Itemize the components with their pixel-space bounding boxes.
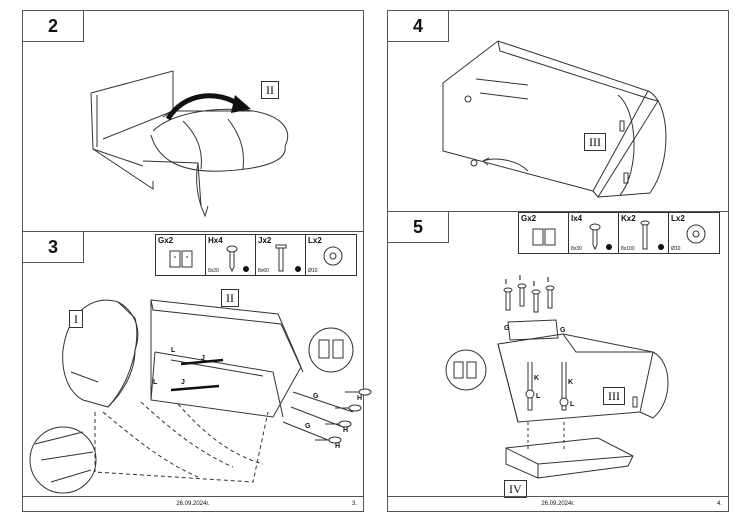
step-number: 3 (23, 232, 84, 263)
manual-page-3: 2 II 3 Gx2 (22, 10, 364, 512)
callout-K: K (534, 375, 539, 382)
callout-K: K (568, 379, 573, 386)
callout-G: G (560, 327, 566, 334)
callout-I: I (547, 277, 549, 284)
step-number: 5 (388, 212, 449, 243)
callout-H: H (335, 443, 340, 450)
armrest-assembly-illustration: L J L J G H G H H (23, 232, 363, 498)
step-4-panel: 4 III (388, 11, 728, 212)
part-g-bracket: Gx2 (519, 213, 569, 253)
page-number: 4. (716, 501, 722, 507)
part-label-III: III (603, 387, 625, 405)
callout-L: L (171, 347, 176, 354)
step-2-panel: 2 II (23, 11, 363, 232)
manual-page-4: 4 III 5 Gx2 (387, 10, 729, 512)
hardware-parts-list: Gx2 Ix4 8x30 Kx2 8x100 Lx2 Ø10 (518, 212, 720, 254)
sofa-unfold-illustration (23, 11, 363, 232)
hardware-parts-list: Gx2 Hx4 8x20 Jx2 8x60 Lx2 Ø10 (155, 234, 357, 276)
part-label-IV: IV (504, 480, 527, 498)
callout-H: H (343, 427, 348, 434)
callout-G: G (305, 423, 311, 430)
step-number: 2 (23, 11, 84, 42)
leg-assembly-illustration: I I I I G G K K L L (388, 275, 728, 498)
footer-date: 26.09.2024r. (541, 501, 575, 507)
callout-J: J (181, 379, 185, 386)
callout-J: J (201, 355, 205, 362)
step-3-panel: 3 Gx2 Hx4 8x20 Jx2 8x60 Lx2 Ø10 (23, 232, 363, 498)
step-number: 4 (388, 11, 449, 42)
part-l-washer: Lx2 Ø10 (669, 213, 719, 253)
callout-L: L (570, 401, 575, 408)
part-l-washer: Lx2 Ø10 (306, 235, 356, 275)
page-footer: 26.09.2024r. 4. (388, 496, 728, 511)
part-label-III: III (584, 133, 606, 151)
callout-H: H (357, 395, 362, 402)
step-5-panel: 5 Gx2 Ix4 8x30 Kx2 8x100 Lx2 Ø10 (388, 212, 728, 498)
footer-date: 26.09.2024r. (176, 501, 210, 507)
callout-I: I (519, 275, 521, 282)
callout-I: I (533, 281, 535, 288)
part-label-I: I (69, 310, 83, 328)
callout-G: G (504, 325, 510, 332)
part-label-II: II (221, 289, 239, 307)
part-j-bolt: Jx2 8x60 (256, 235, 306, 275)
callout-G: G (313, 393, 319, 400)
callout-L: L (536, 393, 541, 400)
page-number: 3. (351, 501, 357, 507)
callout-L: L (153, 379, 158, 386)
part-i-screw: Ix4 8x30 (569, 213, 619, 253)
part-k-bolt: Kx2 8x100 (619, 213, 669, 253)
part-g-bracket: Gx2 (156, 235, 206, 275)
part-h-screw: Hx4 8x20 (206, 235, 256, 275)
page-footer: 26.09.2024r. 3. (23, 496, 363, 511)
callout-I: I (505, 279, 507, 286)
sofa-base-illustration (388, 11, 728, 212)
part-label-II: II (261, 81, 279, 99)
